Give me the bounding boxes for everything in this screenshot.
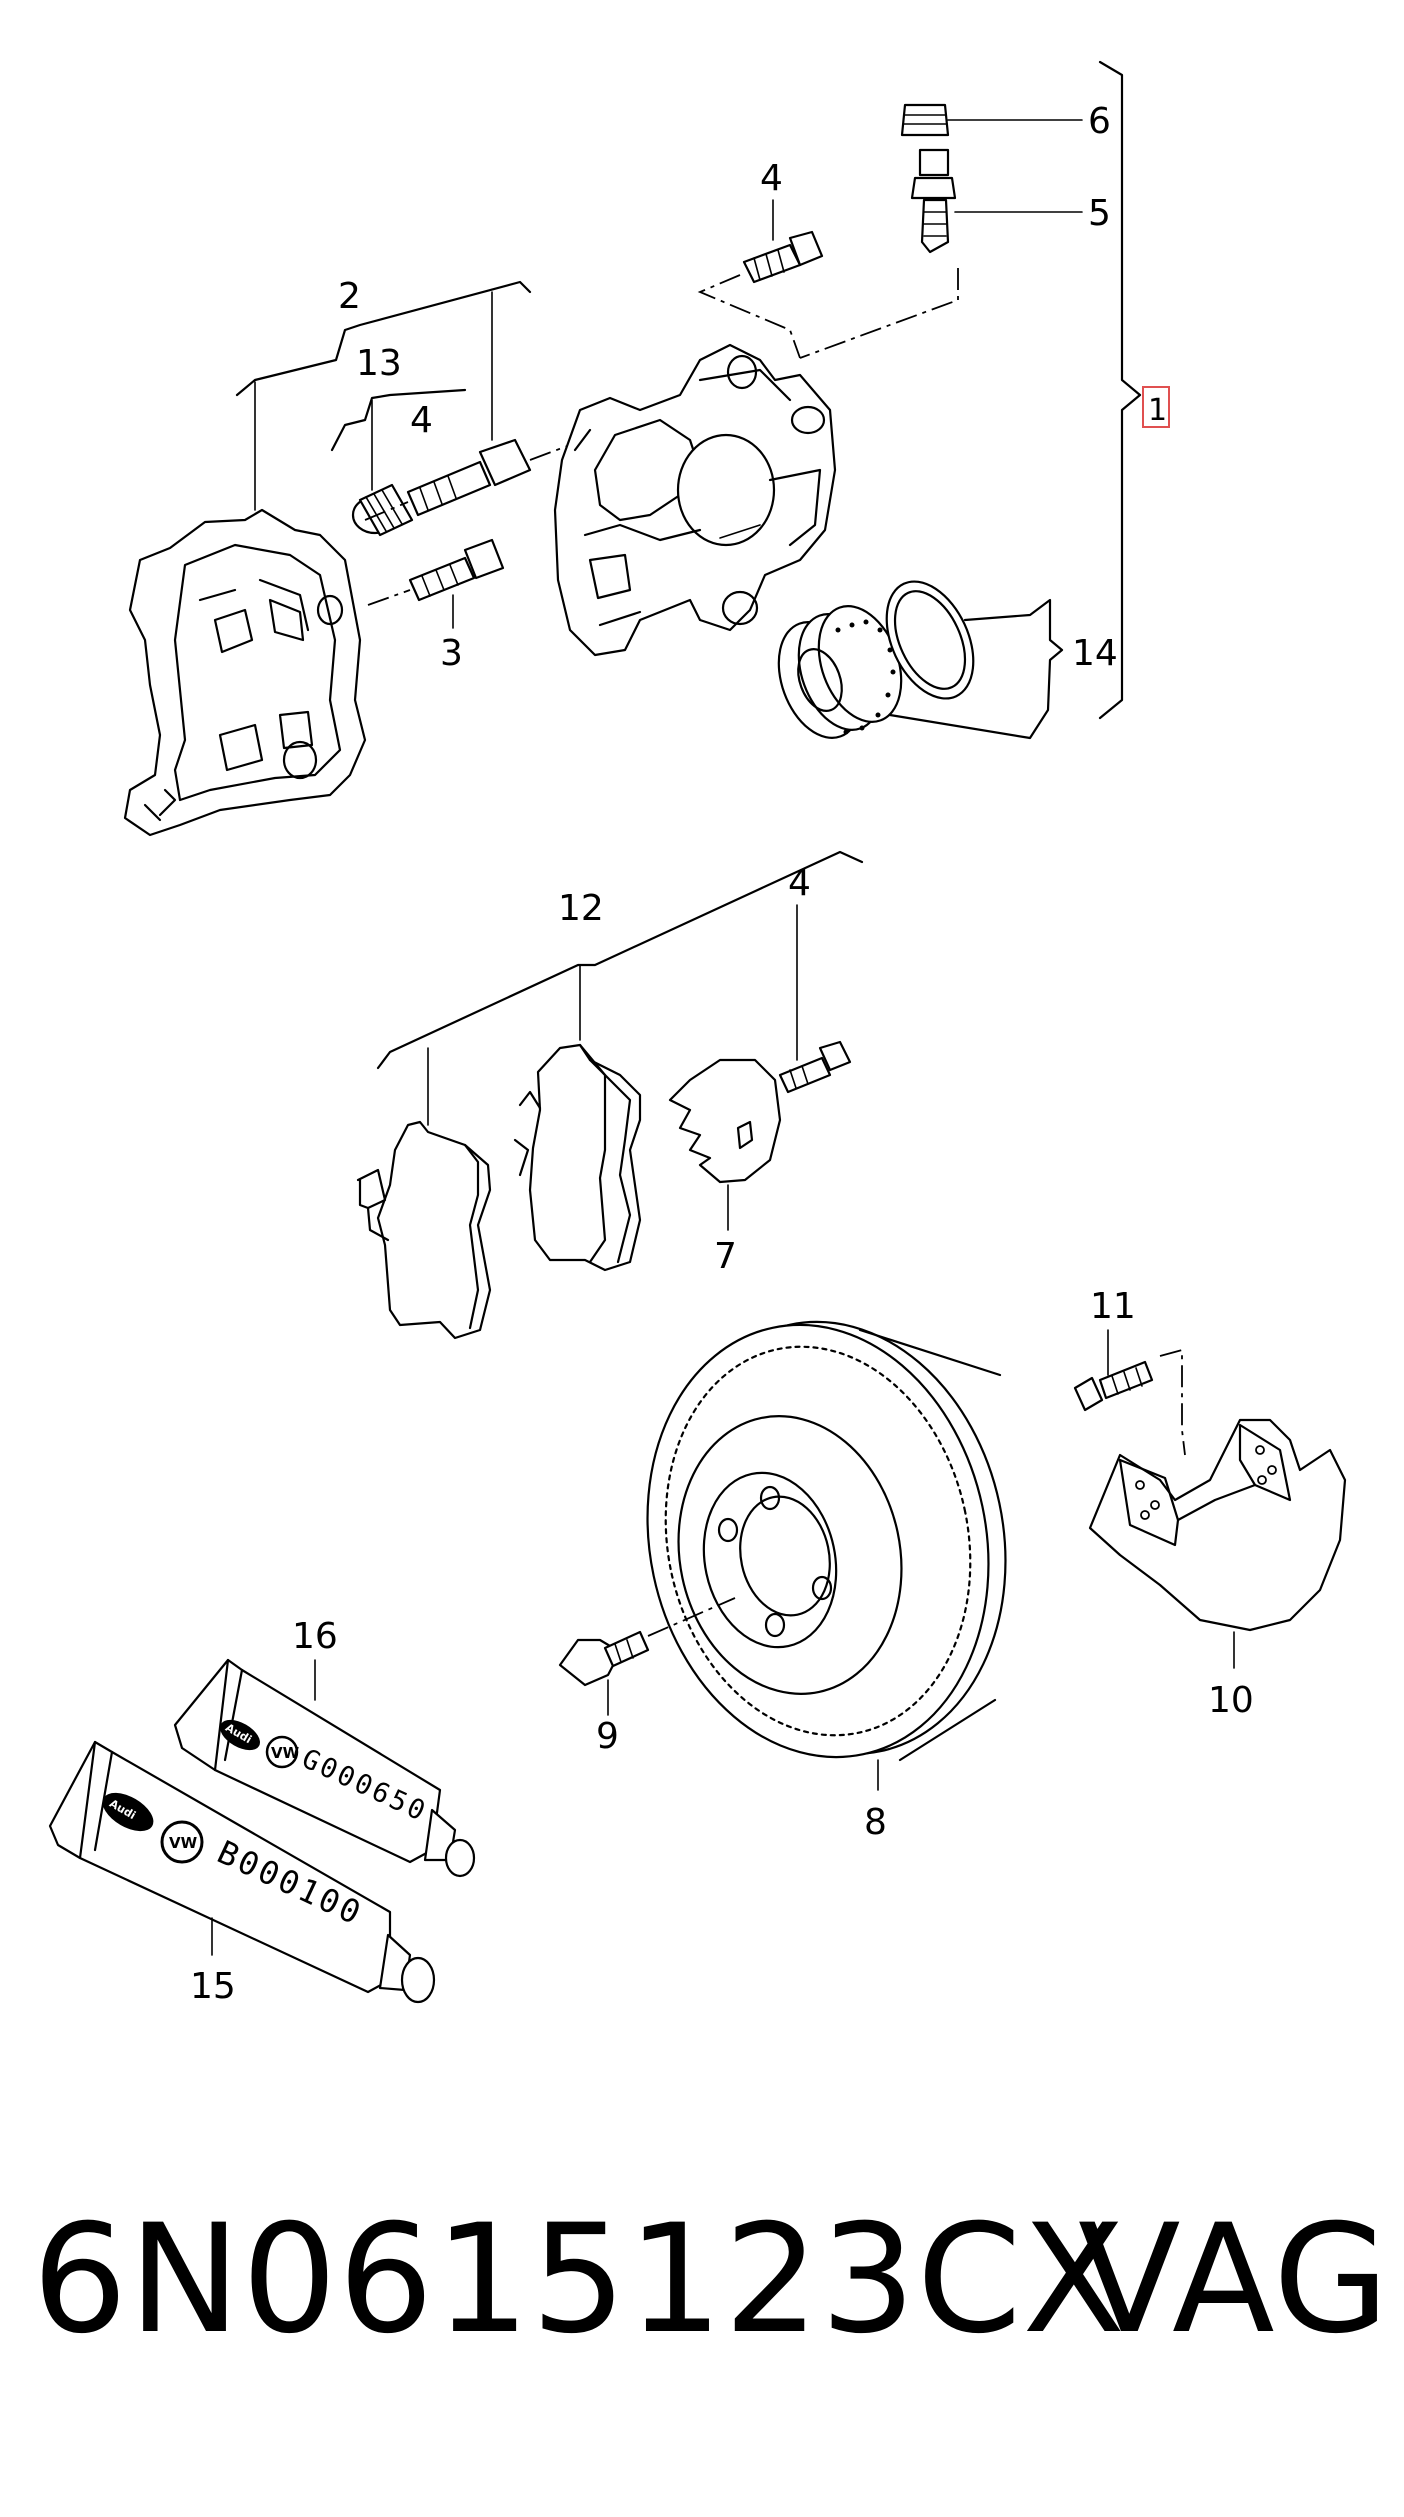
- piston: [777, 605, 903, 739]
- brand-name: VAG: [1078, 2193, 1391, 2367]
- brace-14: [888, 598, 1064, 740]
- svg-text:VW: VW: [169, 1834, 198, 1852]
- callout-6[interactable]: 6: [1088, 101, 1111, 142]
- callout-4-mid[interactable]: 4: [410, 400, 433, 441]
- part-number: 6N0615123CX: [32, 2193, 1127, 2367]
- bleed-cap: [900, 103, 950, 137]
- callout-15[interactable]: 15: [190, 1966, 236, 2007]
- axis-bleed: [799, 268, 959, 359]
- callout-4-top[interactable]: 4: [760, 158, 783, 199]
- caliper-line: [719, 524, 761, 539]
- anti-rattle-plate: [668, 1058, 782, 1184]
- callout-14[interactable]: 14: [1072, 633, 1118, 674]
- axis-bolt-3: [367, 589, 411, 606]
- brake-pad-right: [513, 1043, 642, 1272]
- axis-bolt-top: [697, 274, 801, 359]
- svg-text:1: 1: [1148, 393, 1167, 428]
- bolt-top: [742, 230, 824, 284]
- caliper-carrier: [123, 508, 367, 837]
- bolt-pads: [778, 1040, 852, 1094]
- callout-5[interactable]: 5: [1088, 193, 1111, 234]
- brake-pad-left: [356, 1120, 492, 1340]
- callout-1[interactable]: 1: [1142, 386, 1170, 428]
- axis-screw: [647, 1597, 736, 1637]
- bolt-shield: [1073, 1360, 1154, 1412]
- callout-4-pads[interactable]: 4: [788, 863, 811, 904]
- callout-3[interactable]: 3: [440, 633, 463, 674]
- caliper-housing: [553, 343, 837, 657]
- svg-text:VW: VW: [271, 1744, 300, 1762]
- guide-pin: [406, 438, 532, 517]
- callout-16[interactable]: 16: [292, 1616, 338, 1657]
- bolt-3: [408, 538, 505, 602]
- brace-13: [330, 388, 467, 452]
- axis-bolt-shield: [1159, 1348, 1186, 1456]
- splash-shield: [1088, 1418, 1347, 1632]
- disc-screw: [558, 1630, 650, 1687]
- brace-12: [376, 850, 864, 1070]
- callout-8[interactable]: 8: [864, 1802, 887, 1843]
- bleed-screw: [910, 148, 957, 254]
- brake-disc: [646, 1320, 1007, 1762]
- callout-10[interactable]: 10: [1208, 1680, 1254, 1721]
- callout-7[interactable]: 7: [714, 1236, 737, 1277]
- seal-ring: [885, 580, 975, 700]
- axis-sleeve: [364, 501, 409, 521]
- grease-tube-small: Audi VW G000650: [173, 1658, 476, 1878]
- callout-11[interactable]: 11: [1090, 1286, 1136, 1327]
- callout-2[interactable]: 2: [338, 276, 361, 317]
- guide-sleeve: [351, 483, 414, 537]
- callout-9[interactable]: 9: [596, 1716, 619, 1757]
- callout-13[interactable]: 13: [356, 343, 402, 384]
- callout-12[interactable]: 12: [558, 888, 604, 929]
- brace-part-1: [1098, 60, 1142, 720]
- brace-2: [235, 280, 532, 397]
